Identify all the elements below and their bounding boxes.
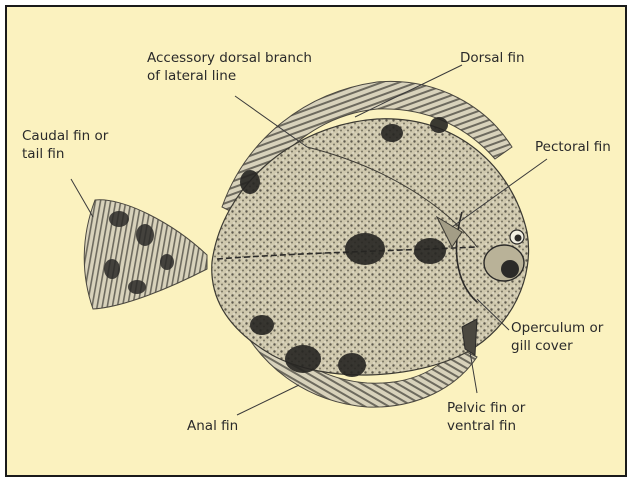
label-accessory-dorsal-line2: of lateral line <box>147 67 236 85</box>
label-operculum-line1: Operculum or <box>511 319 603 337</box>
label-pelvic-fin-line1: Pelvic fin or <box>447 399 525 417</box>
label-caudal-fin-line1: Caudal fin or <box>22 127 108 145</box>
label-operculum-line2: gill cover <box>511 337 573 355</box>
label-dorsal-fin: Dorsal fin <box>460 49 525 67</box>
label-caudal-fin-line2: tail fin <box>22 145 64 163</box>
label-accessory-dorsal-line1: Accessory dorsal branch <box>147 49 312 67</box>
leader-anal-fin <box>237 385 299 415</box>
label-pelvic-fin-line2: ventral fin <box>447 417 516 435</box>
flatfish-illustration <box>7 7 629 479</box>
leader-caudal-fin <box>71 179 93 217</box>
figure-panel: Accessory dorsal branch of lateral line … <box>5 5 627 477</box>
caudal-fin-shape <box>84 200 207 309</box>
label-pectoral-fin: Pectoral fin <box>535 138 611 156</box>
label-anal-fin: Anal fin <box>187 417 238 435</box>
